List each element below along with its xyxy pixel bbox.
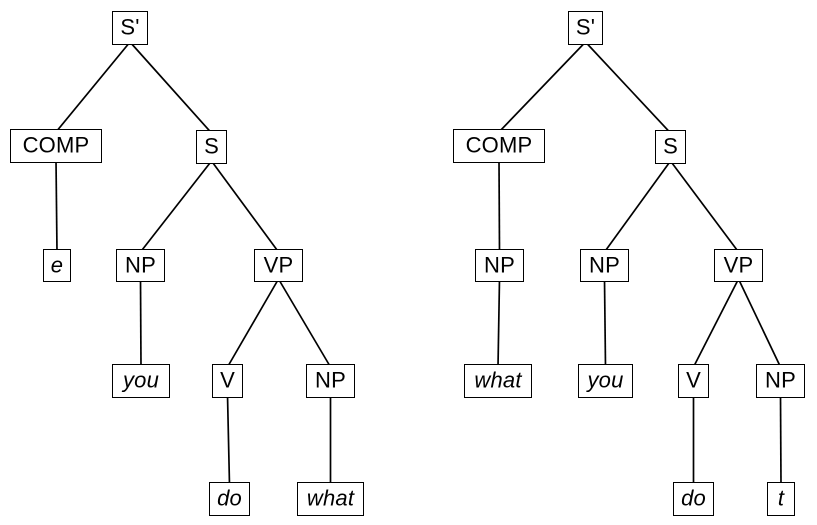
tree-node-label: VP [723, 252, 754, 277]
tree-edge-r-comp-to-r-np0 [498, 159, 501, 253]
tree-node-label: what [474, 367, 522, 393]
tree-edge-l-vp-to-l-np2 [277, 278, 332, 368]
tree-node-l-what: what [297, 482, 364, 516]
tree-edge-l-comp-to-l-e [55, 159, 58, 253]
tree-node-r-do: do [673, 482, 714, 516]
tree-node-l-do: do [209, 482, 250, 516]
tree-node-label: V [220, 367, 235, 393]
tree-edge-l-s-to-l-np1 [139, 160, 213, 253]
tree-node-r-s: S [655, 130, 686, 164]
tree-node-label: VP [263, 252, 294, 277]
tree-node-l-np1: NP [116, 249, 165, 282]
tree-node-r-np0: NP [475, 249, 524, 282]
tree-edge-l-v-to-l-do [226, 394, 231, 486]
tree-node-label: NP [484, 252, 515, 277]
tree-node-r-you: you [578, 364, 633, 398]
tree-edge-l-sbar-to-l-comp [55, 41, 131, 133]
tree-edge-r-s-to-r-np1 [603, 160, 672, 253]
tree-edge-r-sbar-to-r-comp [498, 41, 587, 133]
tree-edge-r-np2-to-r-t [779, 394, 782, 486]
tree-node-label: S [204, 133, 219, 159]
tree-edge-l-vp-to-l-v [226, 278, 280, 368]
tree-node-r-vp: VP [714, 249, 763, 282]
edges-group [55, 41, 782, 486]
tree-edge-r-vp-to-r-np2 [737, 278, 782, 368]
tree-node-label: S [663, 133, 678, 159]
tree-node-label: V [686, 367, 701, 393]
tree-node-l-s: S [196, 130, 227, 164]
tree-node-l-v: V [212, 364, 243, 398]
tree-node-label: NP [589, 252, 620, 277]
tree-node-label: S' [575, 14, 596, 40]
tree-node-label: do [217, 485, 242, 511]
tree-node-label: S' [120, 14, 140, 40]
tree-node-label: t [777, 485, 785, 511]
tree-node-r-v: V [678, 364, 709, 398]
tree-node-r-sbar: S' [568, 11, 603, 45]
tree-edge-r-vp-to-r-v [692, 278, 740, 368]
tree-node-r-t: t [767, 482, 795, 516]
tree-node-l-comp: COMP [10, 129, 102, 163]
tree-edge-r-sbar-to-r-s [584, 41, 672, 134]
tree-node-label: what [306, 485, 355, 511]
tree-edge-r-np0-to-r-what [497, 278, 501, 368]
tree-node-l-e: e [43, 249, 71, 282]
tree-node-label: NP [125, 252, 156, 277]
tree-node-label: e [50, 252, 64, 277]
tree-node-l-you: you [112, 364, 170, 398]
tree-node-r-np2: NP [756, 364, 805, 398]
tree-node-label: you [122, 367, 160, 393]
tree-node-label: NP [765, 367, 796, 393]
tree-node-label: do [681, 485, 706, 511]
tree-node-label: NP [315, 367, 346, 393]
tree-node-r-comp: COMP [453, 129, 545, 163]
tree-node-r-np1: NP [580, 249, 629, 282]
tree-node-l-np2: NP [306, 364, 355, 398]
tree-edge-l-sbar-to-l-s [129, 41, 213, 134]
tree-edge-l-np1-to-l-you [139, 278, 142, 368]
tree-edge-r-s-to-r-vp [669, 160, 740, 253]
tree-edge-l-s-to-l-vp [210, 160, 280, 253]
tree-node-label: COMP [465, 132, 533, 158]
tree-node-label: COMP [22, 132, 90, 158]
tree-node-label: you [587, 367, 624, 393]
tree-node-r-what: what [464, 364, 532, 398]
tree-edge-r-np1-to-r-you [603, 278, 607, 368]
tree-node-l-vp: VP [254, 249, 303, 282]
tree-node-l-sbar: S' [112, 11, 148, 45]
